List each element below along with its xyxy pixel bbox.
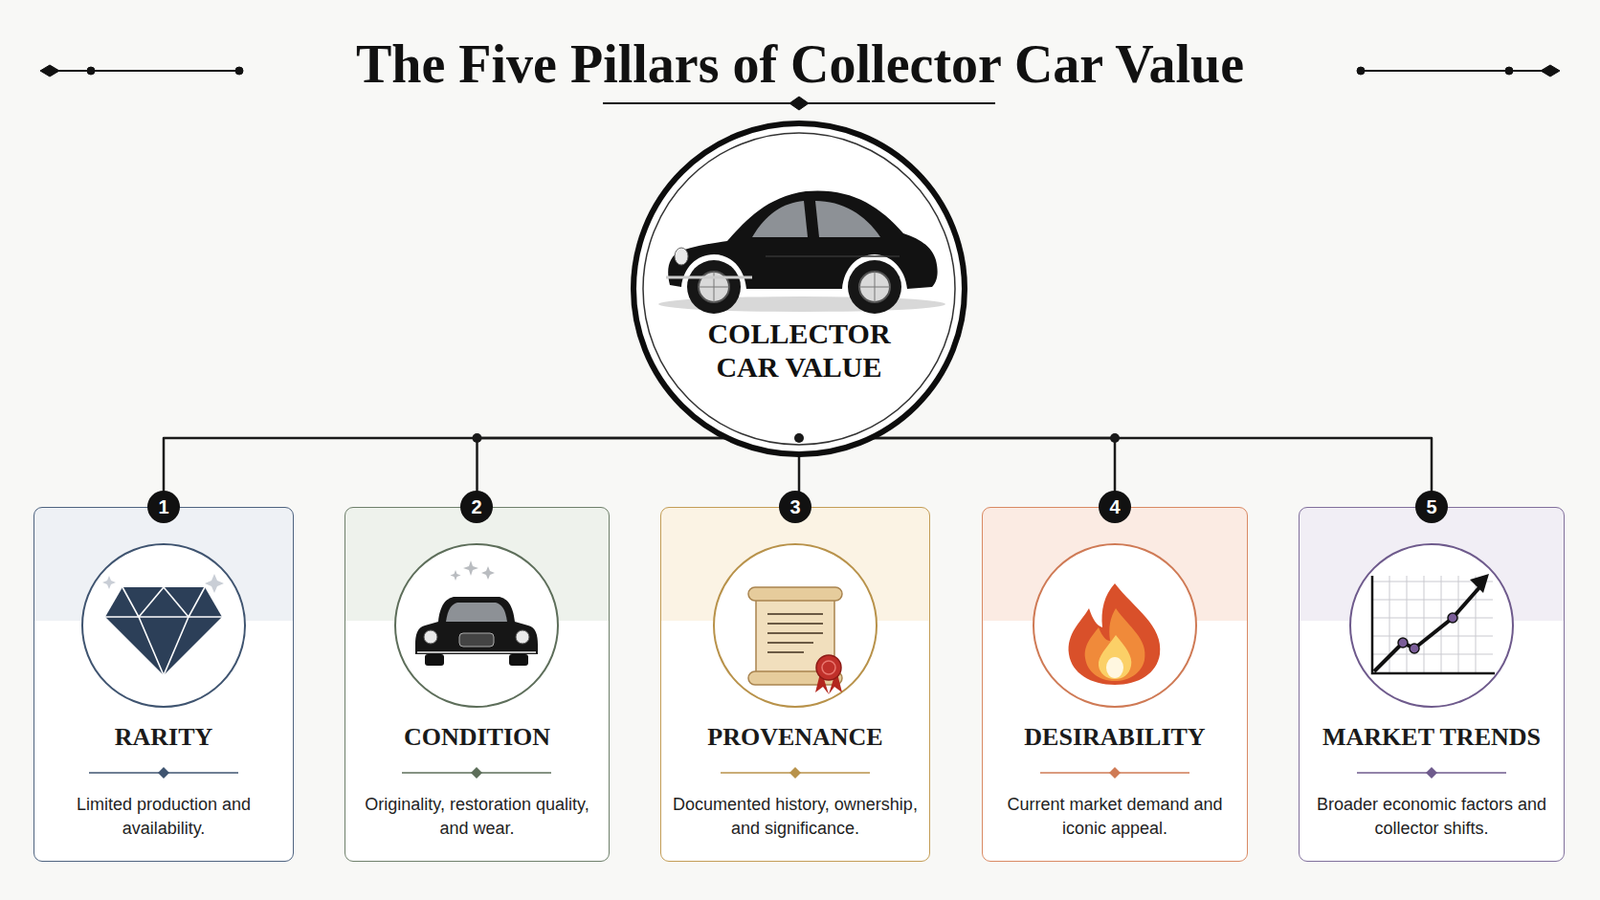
pillar-card: MARKET TRENDS Broader economic factors an… <box>1298 507 1565 863</box>
hub-outline <box>629 119 969 459</box>
pillar-description: Limited production and availability. <box>34 793 293 842</box>
pillar-heading: PROVENANCE <box>661 722 930 754</box>
callout-number: 2 <box>460 490 493 524</box>
pillar-description: Broader economic factors and collector s… <box>1299 793 1564 842</box>
hub-circle: COLLECTOR CAR VALUE <box>629 119 969 459</box>
pillar-heading: MARKET TRENDS <box>1299 722 1564 754</box>
hub-inner-ring <box>643 133 956 445</box>
hub-label: COLLECTOR CAR VALUE <box>679 316 919 384</box>
scroll-icon <box>748 587 843 695</box>
pillar-card: CONDITION Originality, restoration qualit… <box>344 507 610 863</box>
connector-line <box>163 438 726 508</box>
car-front-icon <box>415 560 538 667</box>
flame-icon <box>1068 583 1161 686</box>
gem-icon <box>102 574 224 676</box>
callout-number: 5 <box>1415 490 1448 524</box>
pillar-card: PROVENANCE Documented history, ownership,… <box>660 507 931 863</box>
pillar-card: DESIRABILITY Current market demand and ic… <box>981 507 1248 863</box>
diagram-title: The Five Pillars of Collector Car Value <box>0 30 1600 98</box>
card-fill <box>33 507 1565 863</box>
connector-line <box>872 438 1115 508</box>
junction-dot <box>794 433 804 444</box>
connector-line <box>477 438 726 508</box>
callout-number: 3 <box>778 490 812 524</box>
heading-divider <box>88 767 1507 779</box>
chart-icon <box>1372 574 1495 674</box>
pillar-heading: DESIRABILITY <box>982 722 1247 754</box>
hub-fill <box>636 126 962 452</box>
junction-dot <box>1110 433 1120 444</box>
pillar-description: Documented history, ownership, and signi… <box>661 793 930 842</box>
callout-number: 4 <box>1098 490 1132 524</box>
callout-number: 1 <box>147 490 180 524</box>
pillar-description: Originality, restoration quality, and we… <box>345 793 609 842</box>
pillar-description: Current market demand and iconic appeal. <box>982 793 1247 842</box>
connector-line <box>872 438 1432 508</box>
junction-dot <box>472 433 483 444</box>
pillar-heading: RARITY <box>34 722 293 754</box>
classic-car-illustration <box>658 190 946 314</box>
pillar-card: RARITY Limited production and availabilit… <box>33 507 294 863</box>
pillar-heading: CONDITION <box>345 722 609 754</box>
hub-ring <box>633 123 965 455</box>
